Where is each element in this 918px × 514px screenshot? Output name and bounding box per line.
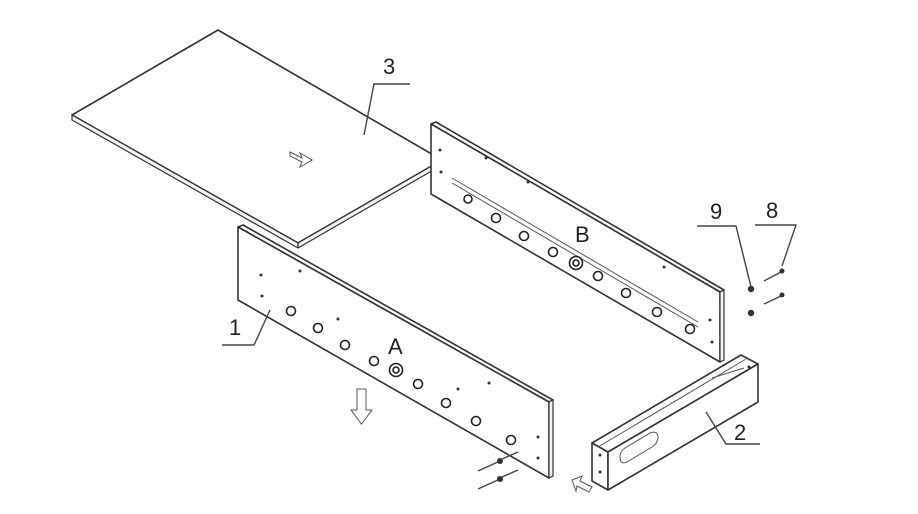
part-label-2: 2 [734, 420, 746, 445]
fasteners [747, 268, 785, 317]
top-board [71, 29, 443, 249]
back-panel-holes [463, 194, 696, 335]
left-arrow-icon [571, 475, 593, 493]
part-label-9: 9 [710, 199, 722, 224]
top-board-arrow-icon [289, 151, 313, 169]
back-panel [430, 121, 725, 363]
down-arrow-icon [350, 388, 373, 425]
part-label-1: 1 [229, 315, 241, 340]
part-label-A: A [388, 334, 403, 359]
part-label-B: B [575, 222, 590, 247]
part-label-3: 3 [383, 54, 395, 79]
part-label-8: 8 [766, 198, 778, 223]
leader-lines [222, 83, 797, 445]
front-panel-holes [285, 305, 517, 446]
drawer-handle-slot [619, 431, 659, 464]
front-panel [237, 224, 554, 490]
front-panel-screws [477, 451, 519, 490]
drawer-side [571, 354, 759, 493]
